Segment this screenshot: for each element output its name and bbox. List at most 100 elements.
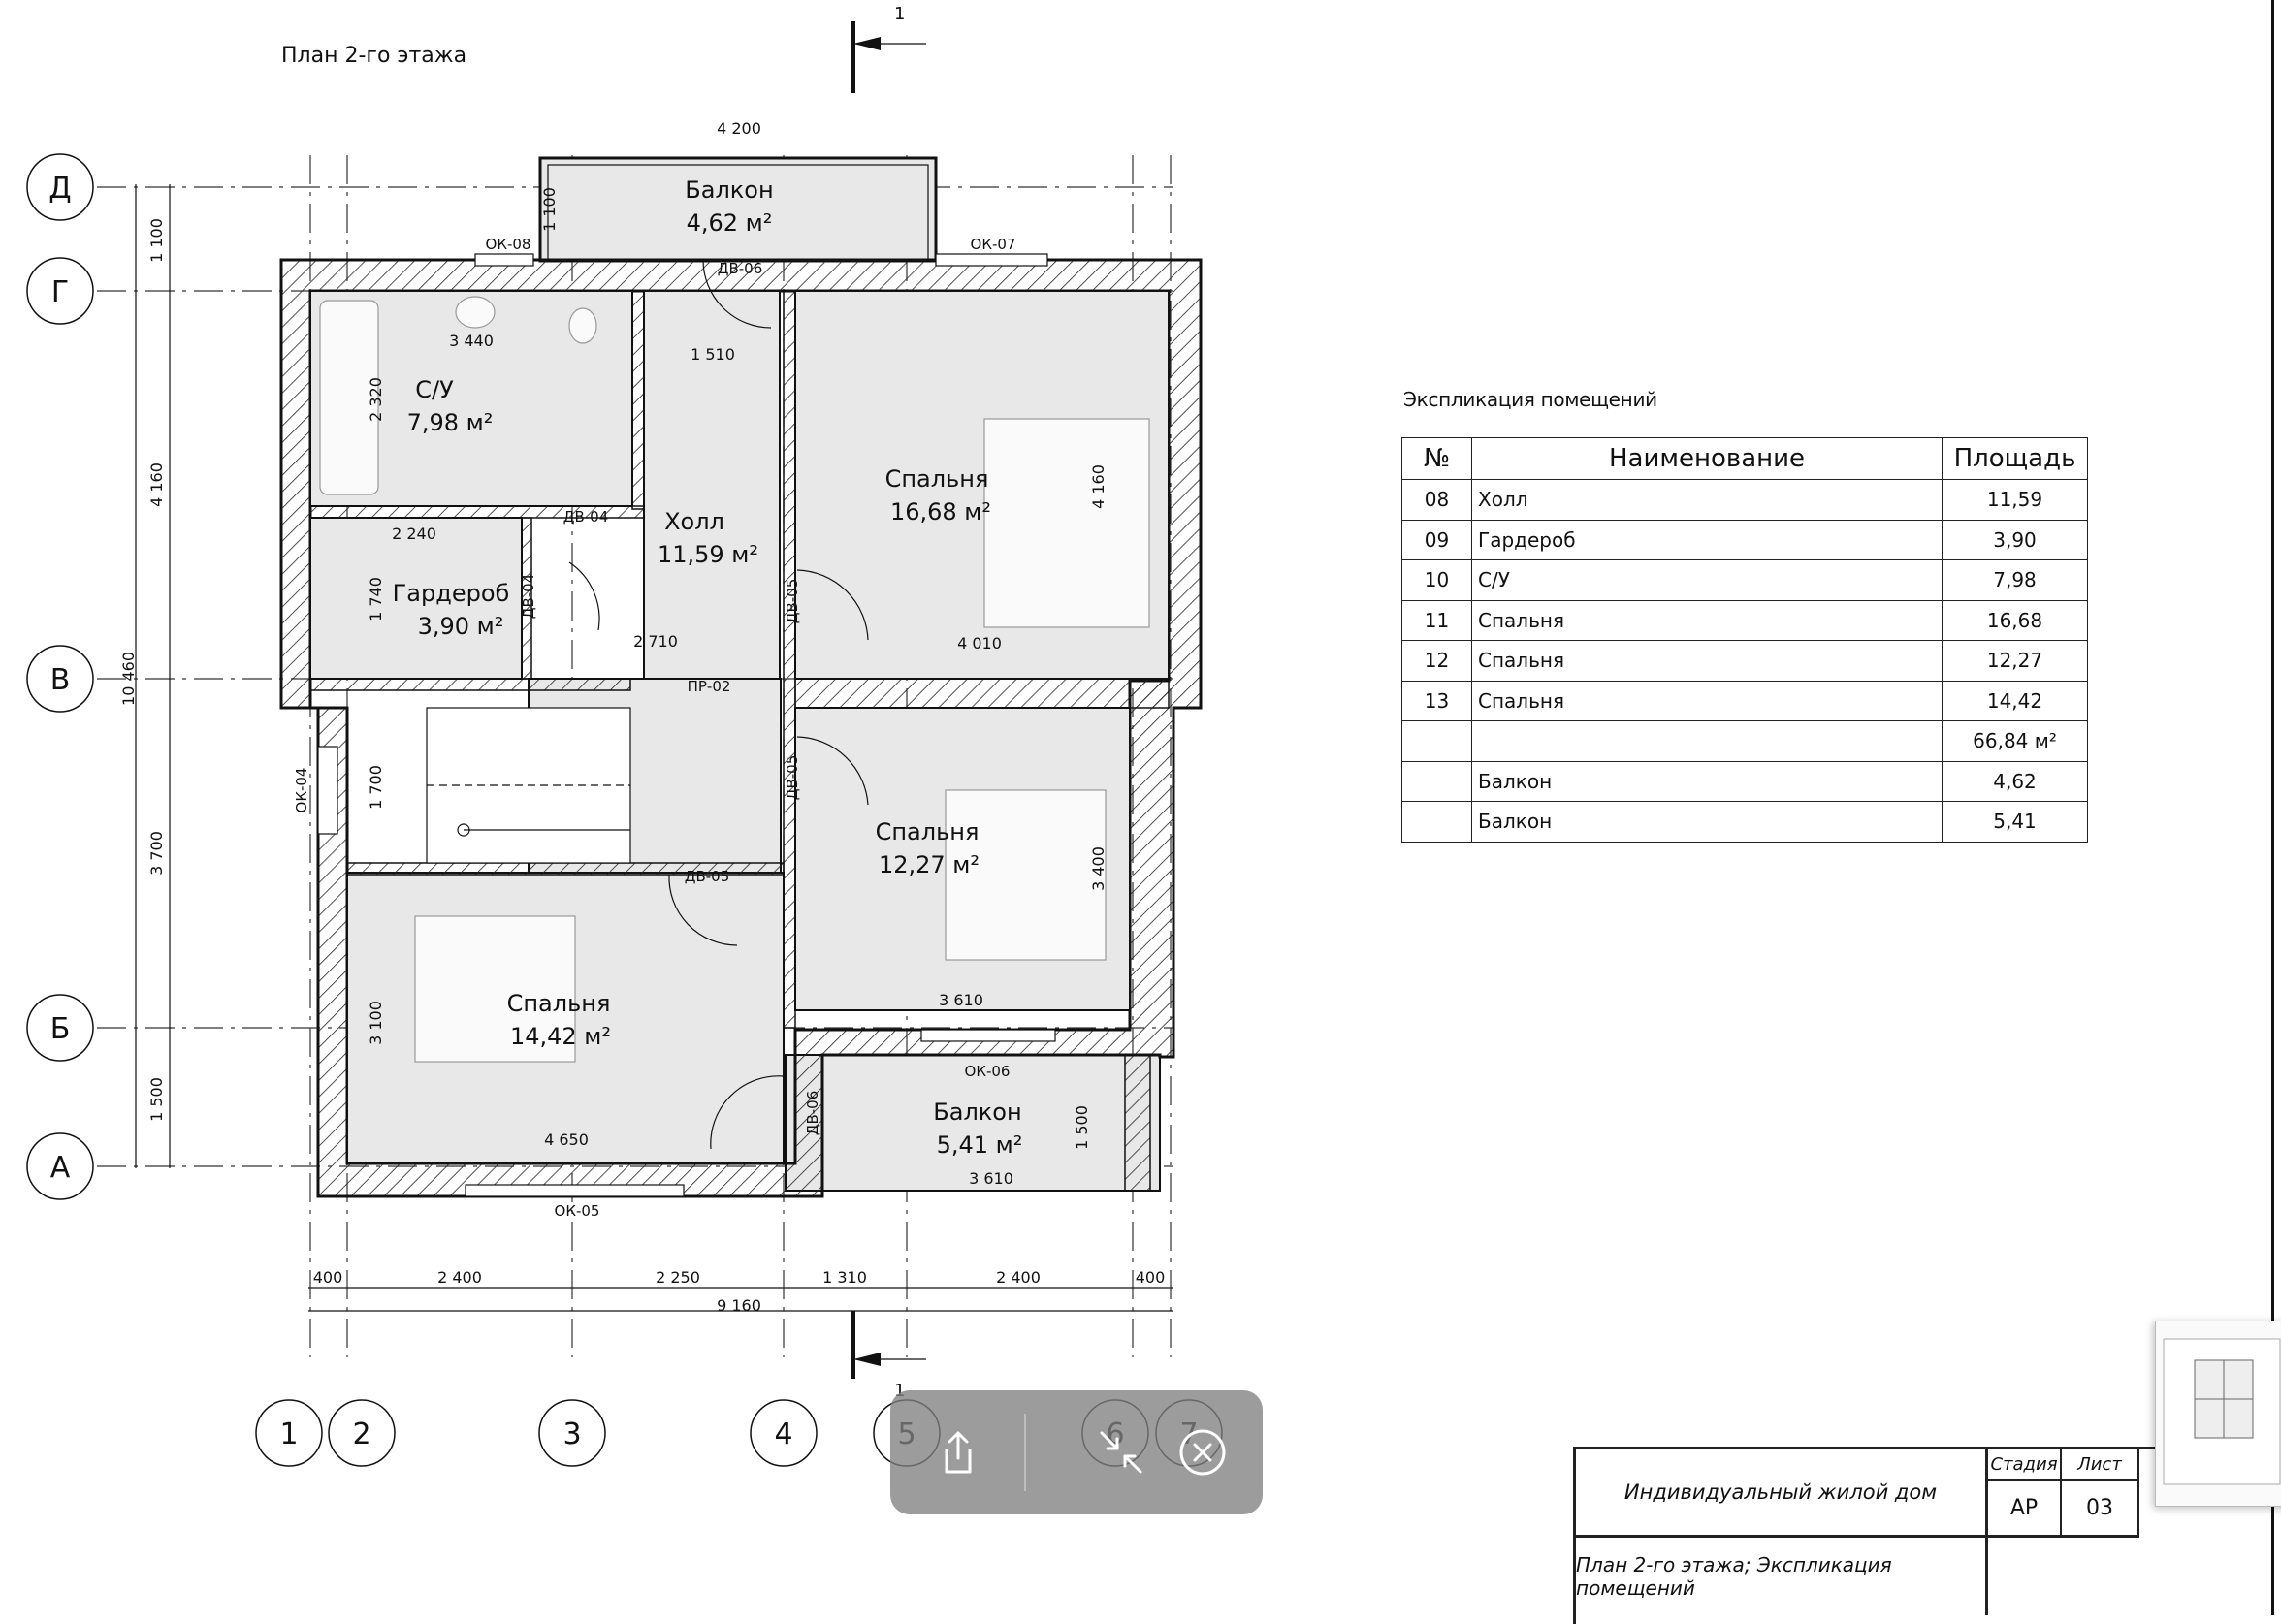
row-name: Спальня xyxy=(1471,599,1943,641)
table-header-row: № Наименование Площадь xyxy=(1401,437,2088,480)
row-name: Спальня xyxy=(1471,680,1943,721)
room-bedroom1-area: 16,68 м² xyxy=(890,498,991,525)
title-block: Индивидуальный жилой дом План 2-го этажа… xyxy=(1573,1447,2281,1624)
room-wc-name: С/У xyxy=(415,376,454,403)
row-area: 3,90 xyxy=(1942,519,2088,560)
sheet-label: Лист xyxy=(2062,1449,2139,1481)
toolbar-separator xyxy=(1024,1414,1026,1491)
axis-g: Г xyxy=(51,275,69,309)
room-bedroom3-area: 14,42 м² xyxy=(510,1023,611,1050)
bottom-dimensions xyxy=(308,1287,1173,1312)
close-icon xyxy=(1179,1429,1226,1476)
header-num: № xyxy=(1401,437,1472,480)
row-area-total: 66,84 м² xyxy=(1942,720,2088,762)
label-dv06-top: ДВ-06 xyxy=(718,260,763,277)
dim-wardrobe-width: 2 240 xyxy=(392,525,436,543)
thumbnail-preview xyxy=(2163,1338,2281,1485)
share-icon xyxy=(945,1431,972,1474)
axis-2: 2 xyxy=(352,1417,370,1451)
room-balcony-bottom-name: Балкон xyxy=(933,1099,1021,1126)
dim-left-b-a: 1 500 xyxy=(147,1077,166,1122)
dim-bedroom3-height: 3 100 xyxy=(367,1001,385,1045)
stage-value: АР xyxy=(1988,1481,2062,1538)
row-area: 14,42 xyxy=(1942,680,2088,721)
axis-b: Б xyxy=(50,1012,71,1046)
row-area: 12,27 xyxy=(1942,640,2088,682)
header-name: Наименование xyxy=(1471,437,1943,480)
dim-left-g-v: 4 160 xyxy=(147,462,166,507)
dim-balcony-bottom-height: 1 500 xyxy=(1073,1105,1091,1150)
room-wardrobe-name: Гардероб xyxy=(393,580,510,607)
row-name: С/У xyxy=(1471,559,1943,601)
axis-d: Д xyxy=(48,172,71,206)
doors xyxy=(568,259,869,1150)
room-wc-area: 7,98 м² xyxy=(407,409,494,436)
staircase xyxy=(426,707,631,864)
dim-left-d-g: 1 100 xyxy=(147,218,166,263)
section-mark-bottom: 1 xyxy=(851,1311,926,1401)
axis-v: В xyxy=(50,663,71,697)
label-dv04-a: ДВ-04 xyxy=(563,508,609,525)
row-area: 16,68 xyxy=(1942,599,2088,641)
sheet-value: 03 xyxy=(2062,1481,2139,1538)
room-hall-name: Холл xyxy=(664,508,724,535)
close-button[interactable] xyxy=(1173,1423,1232,1481)
row-num: 12 xyxy=(1401,640,1472,682)
room-bedroom1-name: Спальня xyxy=(885,465,989,493)
dim-wc-width: 3 440 xyxy=(449,332,494,350)
label-ok05: ОК-05 xyxy=(555,1202,600,1220)
room-wardrobe-area: 3,90 м² xyxy=(418,613,504,640)
dim-bedroom1-height: 4 160 xyxy=(1089,464,1108,509)
share-button[interactable] xyxy=(927,1423,985,1481)
explication-title: Экспликация помещений xyxy=(1403,388,1657,411)
row-name: Балкон xyxy=(1471,760,1943,802)
header-area: Площадь xyxy=(1942,437,2088,480)
fixtures xyxy=(319,296,1150,1063)
row-num xyxy=(1401,720,1472,762)
section-label: 1 xyxy=(894,4,905,24)
dim-left-v-b: 3 700 xyxy=(147,831,166,876)
dim-hall-bottom: 2 710 xyxy=(633,632,678,651)
collapse-button[interactable] xyxy=(1092,1423,1150,1481)
label-dv06-bottom: ДВ-06 xyxy=(804,1091,821,1136)
dim-bedroom2-height: 3 400 xyxy=(1089,846,1108,891)
row-num: 08 xyxy=(1401,479,1472,521)
windows xyxy=(317,253,1056,1197)
room-balcony-bottom-area: 5,41 м² xyxy=(937,1131,1023,1159)
dim-balcony-top-depth: 1 100 xyxy=(540,187,559,232)
axis-4: 4 xyxy=(774,1417,792,1451)
drawing-title: План 2-го этажа xyxy=(281,44,466,68)
dim-stair-height: 1 700 xyxy=(367,765,385,810)
dim-chain-6: 400 xyxy=(1136,1268,1166,1287)
room-hall-area: 11,59 м² xyxy=(658,541,758,568)
dim-bedroom3-width: 4 650 xyxy=(544,1130,589,1149)
collapse-icon xyxy=(1100,1431,1142,1474)
table-row-total: 66,84 м² xyxy=(1401,720,2088,762)
room-bedroom2-name: Спальня xyxy=(876,818,980,845)
sheet-frame-edge xyxy=(2271,0,2274,1615)
label-dv05-c: ДВ-05 xyxy=(685,868,730,885)
label-ok08: ОК-08 xyxy=(486,236,531,253)
page-thumbnail[interactable] xyxy=(2155,1321,2281,1507)
row-area: 7,98 xyxy=(1942,559,2088,601)
row-name: Холл xyxy=(1471,479,1943,521)
room-bedroom3-name: Спальня xyxy=(507,990,611,1017)
axis-letters: Д Г В Б А xyxy=(26,153,94,1200)
room-balcony-top-area: 4,62 м² xyxy=(687,209,773,237)
row-area: 11,59 xyxy=(1942,479,2088,521)
dim-chain-5: 2 400 xyxy=(996,1268,1041,1287)
dim-chain-1: 400 xyxy=(313,1268,343,1287)
row-num xyxy=(1401,801,1472,843)
row-num xyxy=(1401,760,1472,802)
label-ok07: ОК-07 xyxy=(971,236,1016,253)
interior-walls xyxy=(309,290,1170,1029)
dim-chain-4: 1 310 xyxy=(822,1268,867,1287)
row-num: 10 xyxy=(1401,559,1472,601)
dim-bottom-total: 9 160 xyxy=(717,1296,761,1315)
